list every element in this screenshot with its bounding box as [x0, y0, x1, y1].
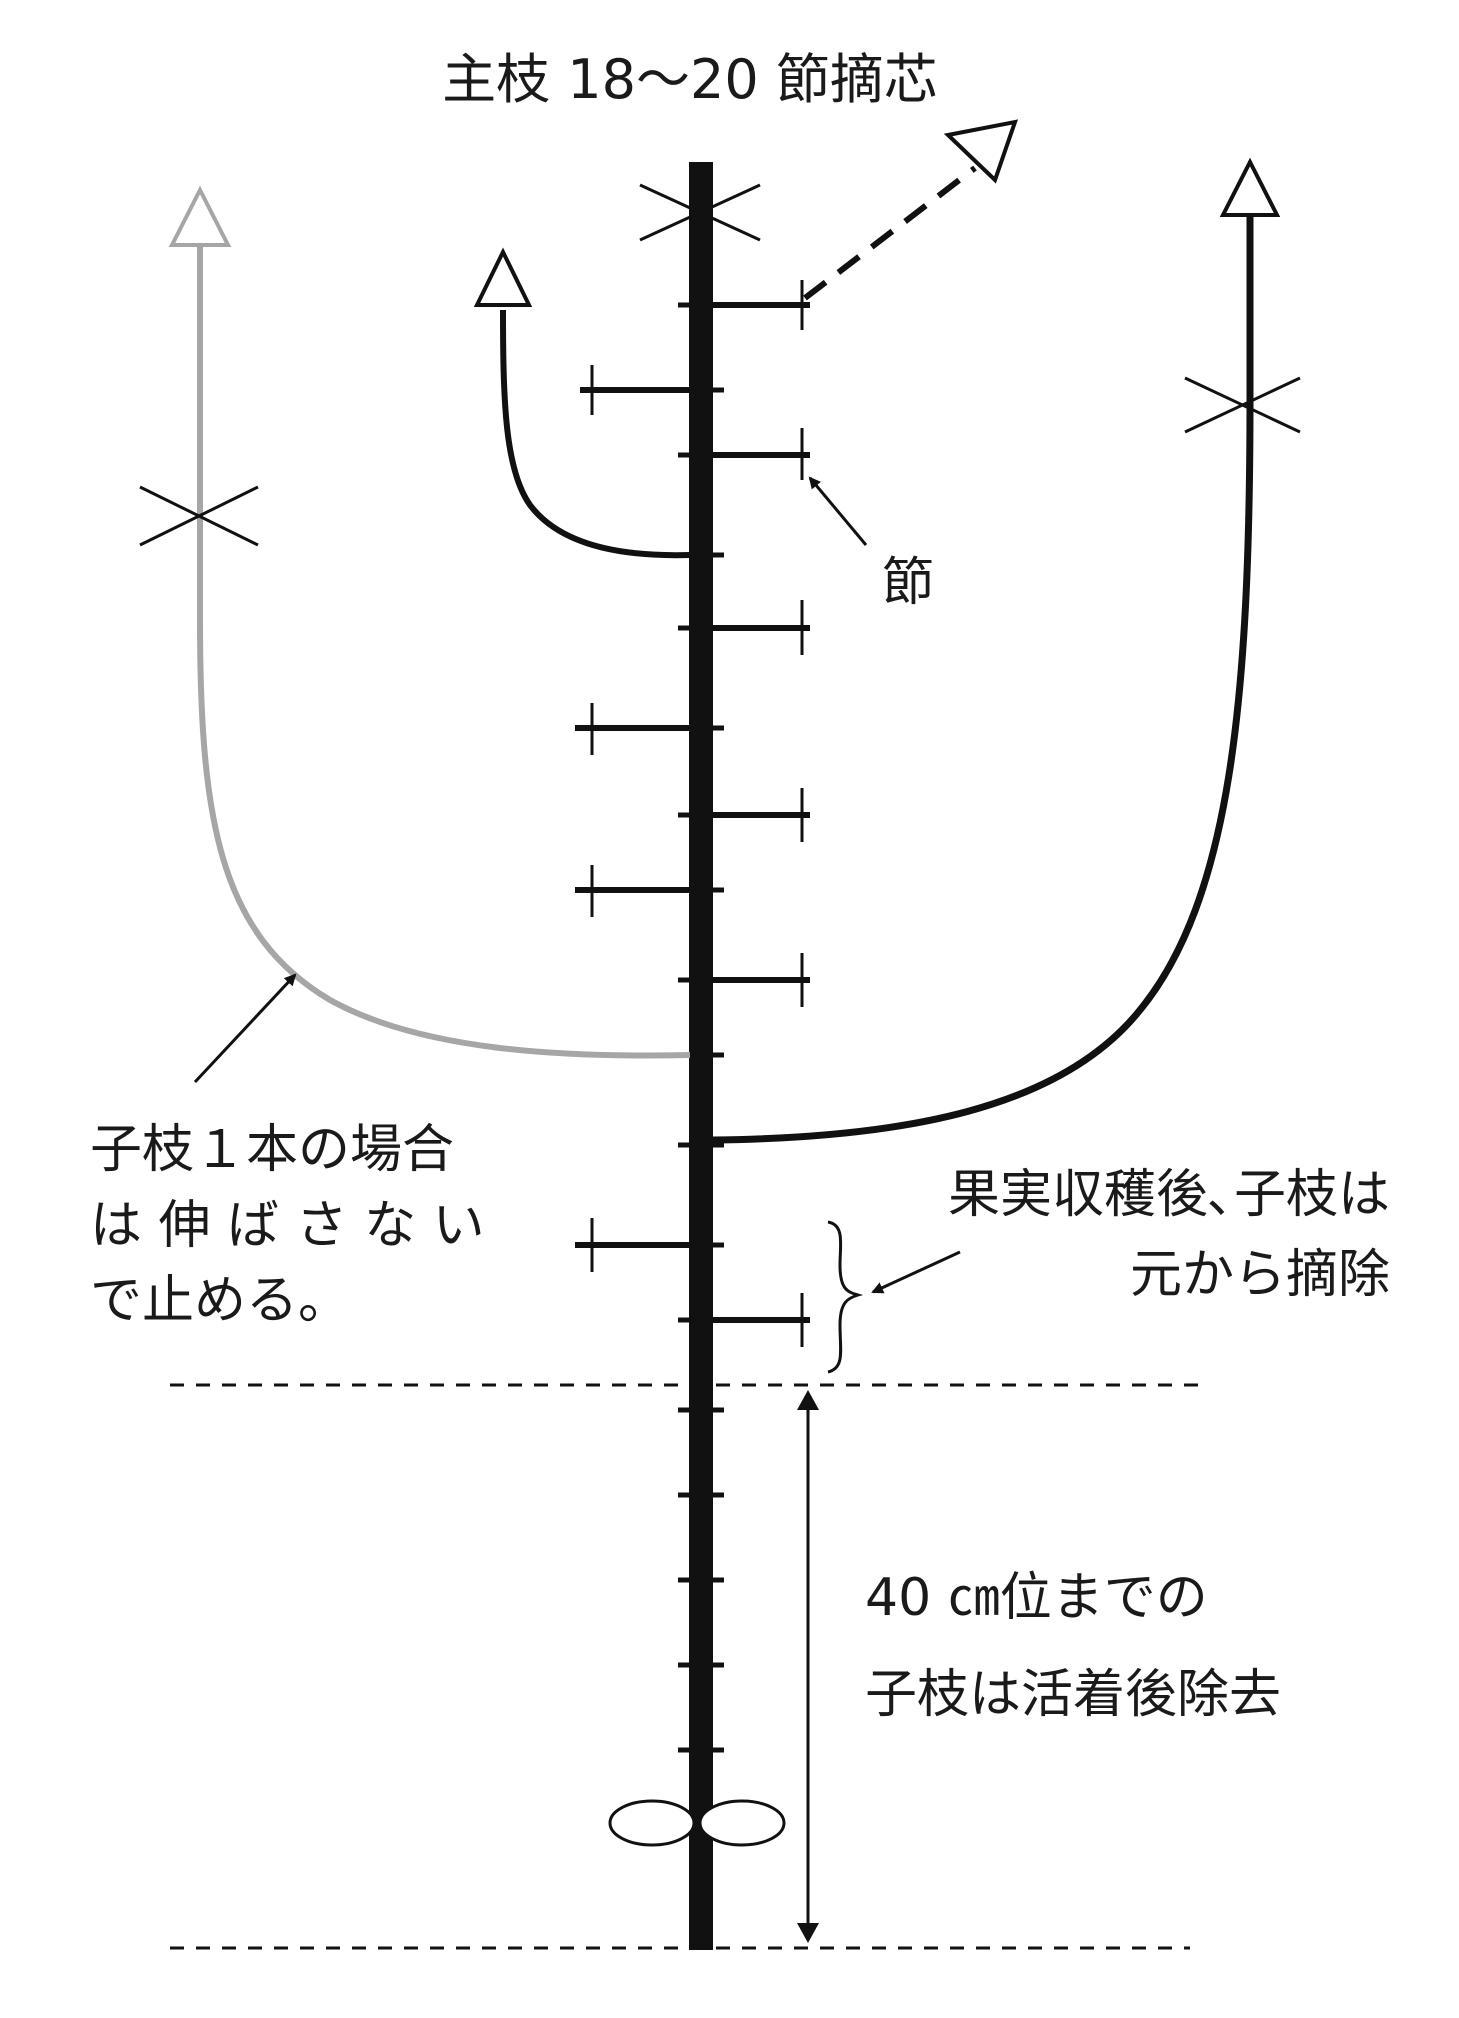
stem-top-cross-mark [639, 183, 761, 242]
grey-branch-cross-mark [139, 485, 259, 547]
right-note-line-2: 元から摘除 [1130, 1245, 1390, 1305]
right-note-line-1: 果実収穫後､子枝は [948, 1165, 1390, 1225]
grey-branch-pointer-arrow [193, 973, 297, 1084]
right-branch-arrowhead [1219, 157, 1281, 217]
bottom-note-line-2: 子枝は活着後除去 [865, 1665, 1281, 1725]
lateral-shoots-right [712, 302, 810, 1323]
grey-branch-arrowhead [168, 185, 232, 247]
dashed-growth-arrow-line [803, 165, 977, 301]
upper-left-child-branch [500, 309, 691, 559]
right-branch-cross-mark [1184, 376, 1301, 434]
brace-pointer-arrow [871, 1250, 961, 1294]
upper-left-branch-arrowhead [473, 247, 533, 307]
left-note-line-2: は 伸 ば さ な い [90, 1196, 485, 1256]
left-note-line-1: 子枝１本の場合 [90, 1120, 454, 1180]
lower-shoots-brace [827, 1220, 864, 1374]
left-note-line-3: で止める。 [90, 1271, 350, 1331]
bottom-note-line-1: 40 ㎝位までの [865, 1568, 1208, 1628]
dashed-growth-arrowhead [943, 119, 1019, 184]
lateral-shoots-left [575, 387, 690, 1248]
forty-cm-measure-arrow [797, 1390, 819, 1943]
cotyledon-leaves [608, 1799, 786, 1847]
right-child-branch [711, 215, 1254, 1144]
top-title-label: 主枝 18～20 節摘芯 [442, 48, 938, 111]
node-pointer-arrow [808, 476, 868, 546]
grey-child-branch [197, 245, 691, 1059]
node-label: 節 [882, 553, 934, 613]
